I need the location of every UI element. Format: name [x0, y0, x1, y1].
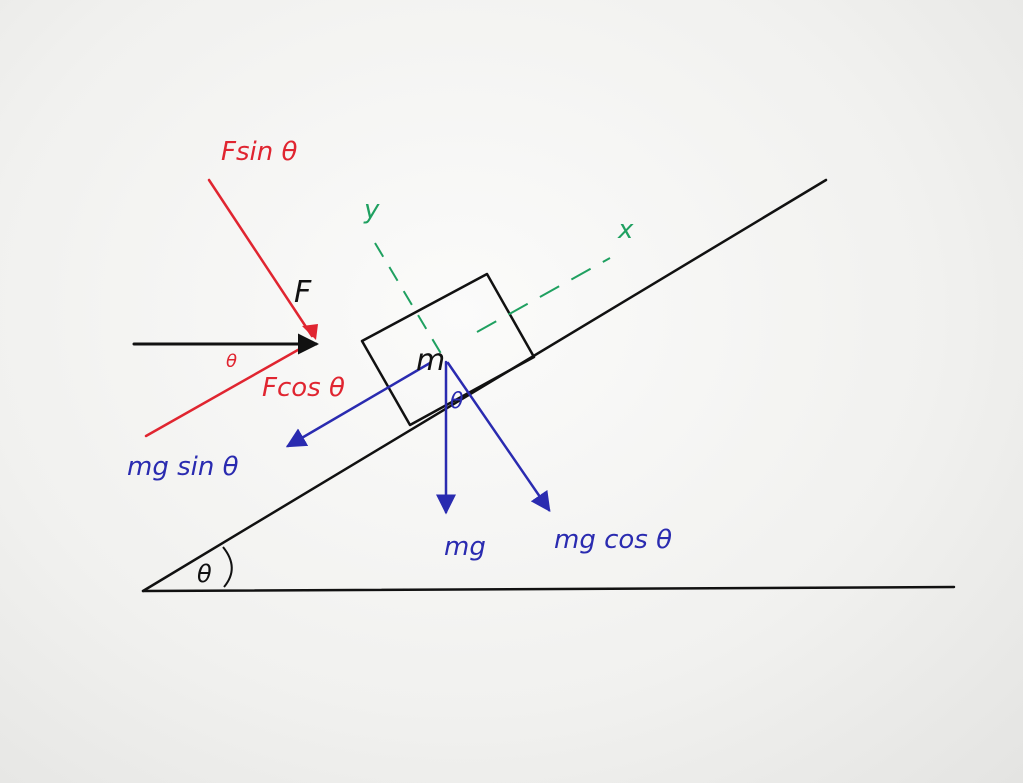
label-axis-x: x: [617, 215, 634, 245]
mg-cos-arrow: [446, 361, 551, 513]
label-theta-at-mass: θ: [450, 389, 464, 414]
label-mg: mg: [444, 532, 486, 562]
label-theta-at-base: θ: [197, 560, 212, 588]
f-arrowhead-red: [302, 324, 318, 340]
f-sin-arrow: [207, 178, 314, 338]
f-cos-arrow: [144, 340, 314, 438]
label-f: F: [294, 275, 312, 310]
label-mass: m: [416, 343, 445, 378]
mg-sin-arrow: [285, 361, 432, 448]
label-f-sin: Fsin θ: [221, 137, 297, 167]
ground-line: [141, 585, 956, 593]
block: [360, 272, 536, 427]
label-mg-sin: mg sin θ: [127, 452, 239, 482]
label-theta-at-f: θ: [226, 351, 237, 372]
x-axis-dashed: [476, 257, 611, 333]
base-angle-arc: [222, 546, 233, 588]
label-axis-y: y: [363, 195, 380, 225]
label-f-cos: Fcos θ: [262, 373, 345, 403]
label-mg-cos: mg cos θ: [554, 525, 672, 555]
y-axis-dashed: [374, 242, 447, 363]
